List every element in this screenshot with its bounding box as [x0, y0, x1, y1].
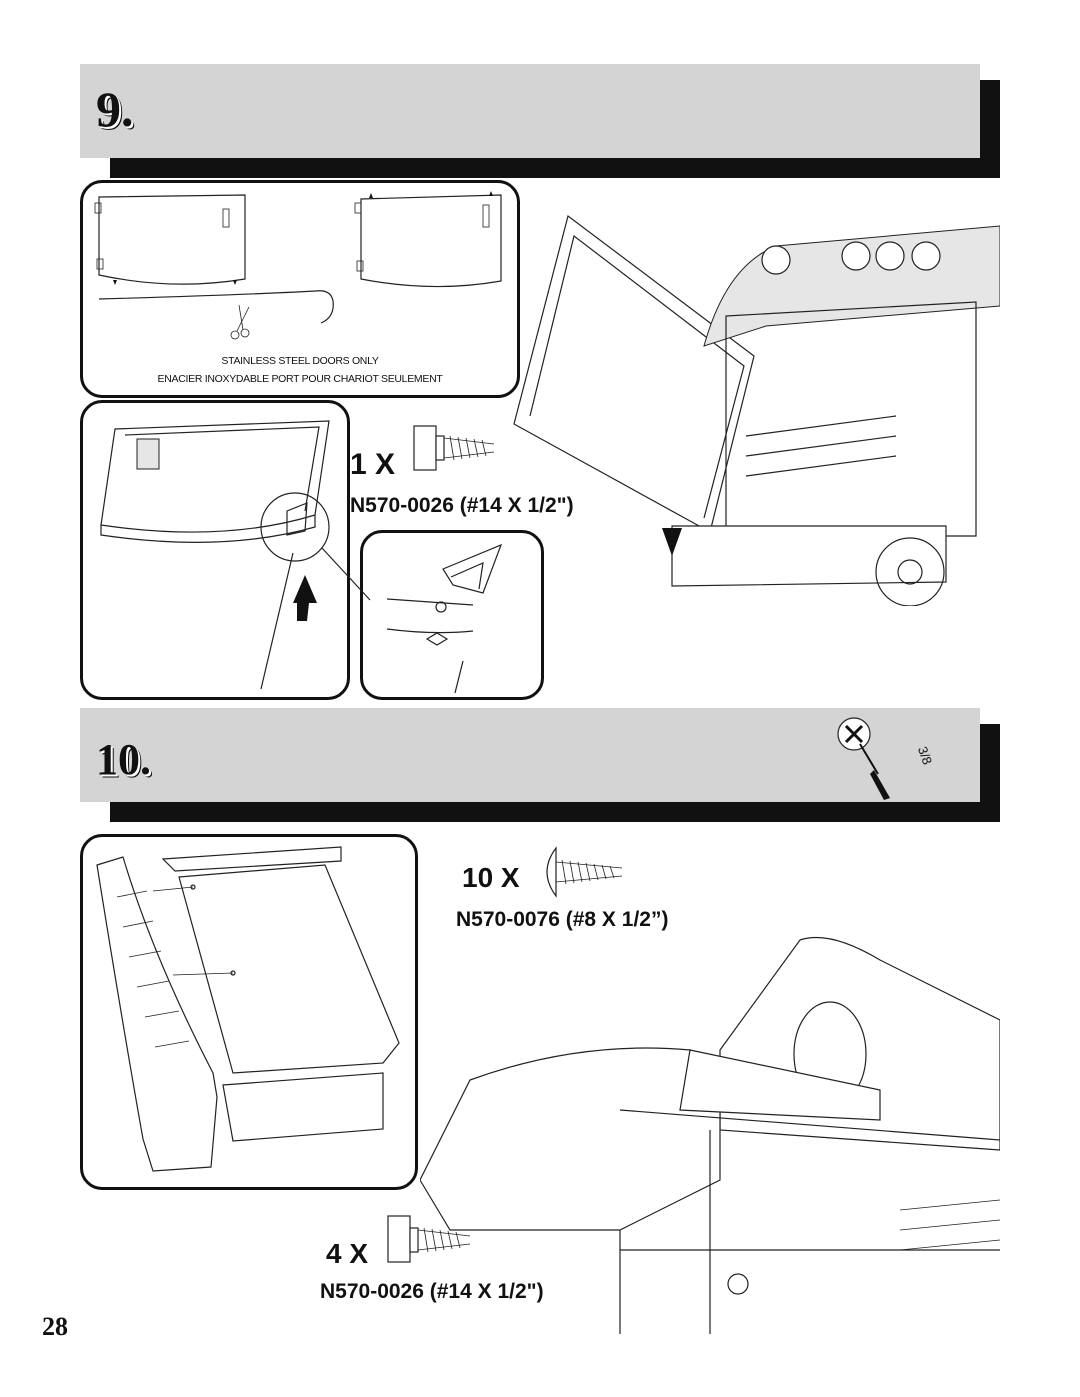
step10-quantity-a: 10 X: [462, 862, 520, 893]
door-trim-illustration: [94, 191, 502, 340]
door-hinge-illustration: [100, 420, 330, 690]
stainless-note-en: STAINLESS STEEL DOORS ONLY: [221, 355, 379, 367]
side-shelf-panel: [80, 834, 418, 1190]
screw-14b-icon: [387, 1215, 471, 1263]
step10-part-b: N570-0026 (#14 X 1/2"): [320, 1280, 544, 1303]
step9-part-number: N570-0026 (#14 X 1/2"): [350, 494, 574, 517]
page-number: 28: [42, 1312, 68, 1341]
screw-14-icon: [413, 425, 495, 471]
phillips-screwdriver-icon: [837, 717, 890, 800]
step-10-number: 10.: [96, 735, 151, 784]
step-9-number: 9.: [96, 81, 134, 137]
screw-8-icon: [546, 846, 623, 898]
grill-shelf-illustration: [420, 937, 1000, 1334]
door-hinge-panel: [80, 400, 350, 700]
door-trim-panel: STAINLESS STEEL DOORS ONLY ENACIER INOXY…: [80, 180, 520, 398]
side-shelf-illustration: [96, 846, 400, 1172]
step10-part-a: N570-0076 (#8 X 1/2”): [456, 908, 669, 931]
hinge-detail-panel: [360, 530, 544, 700]
step9-quantity: 1 X: [350, 448, 396, 481]
hinge-detail-illustration: [386, 543, 503, 694]
grill-door-illustration: [513, 214, 1000, 606]
stainless-note-fr: ENACIER INOXYDABLE PORT POUR CHARIOT SEU…: [157, 373, 443, 385]
step10-quantity-b: 4 X: [326, 1238, 369, 1269]
